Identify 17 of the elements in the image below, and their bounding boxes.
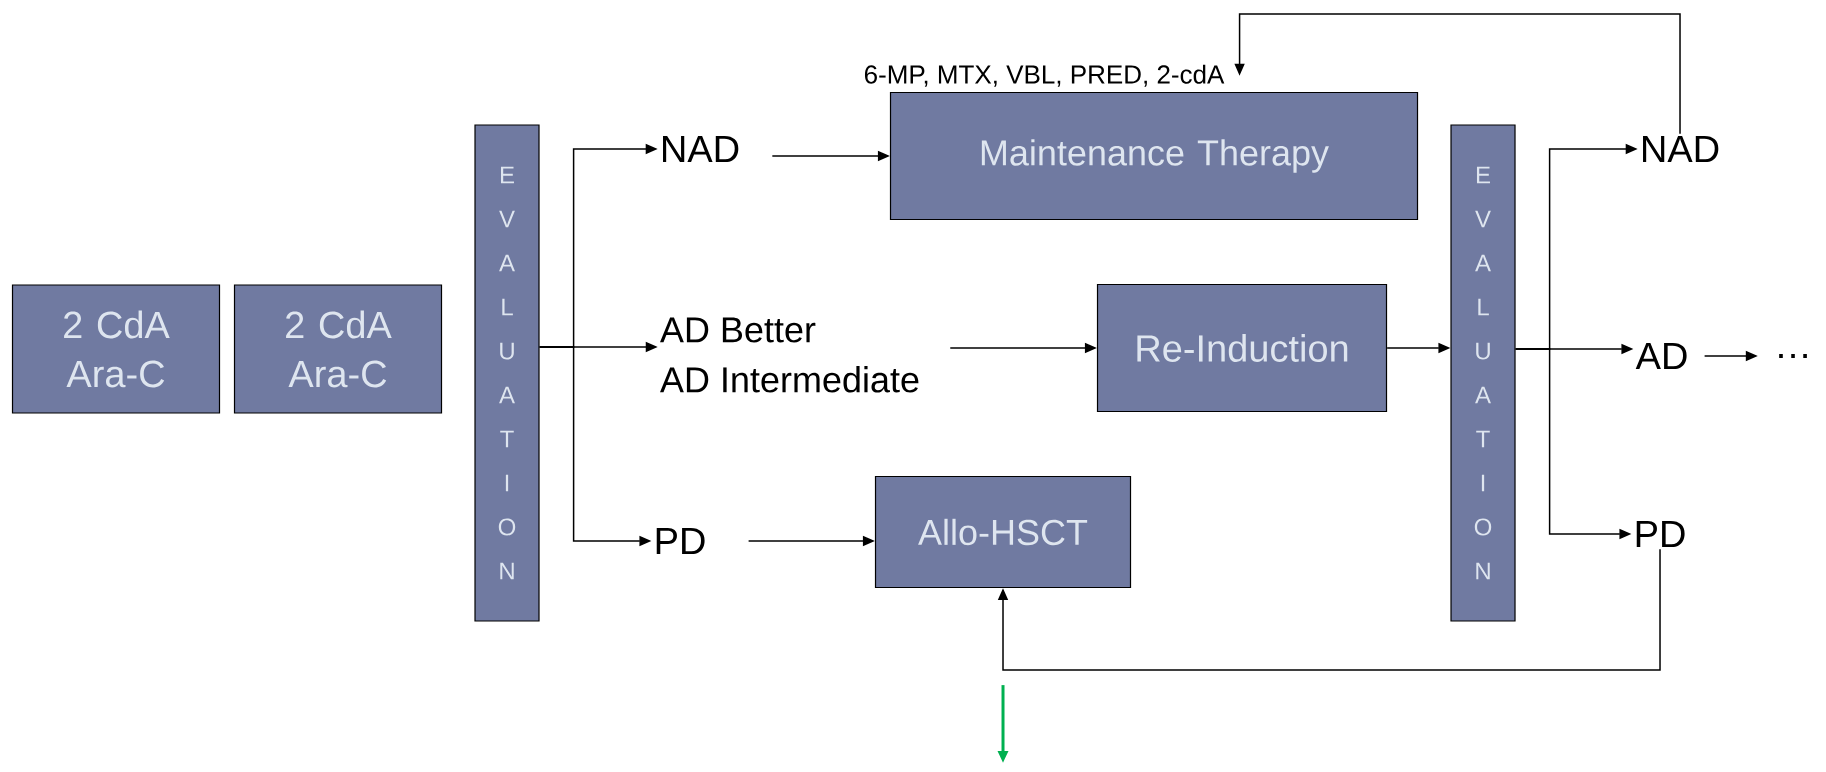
outcome-label: AD Better AD Intermediate [660,317,919,393]
outcome-label: PD [1636,520,1685,548]
process-box: Maintenance Therapy [889,91,1419,221]
process-box: Re-Induction [1096,283,1388,413]
outcome-label: … [1779,353,1807,359]
process-box: Allo-HSCT [874,475,1132,589]
outcome-label: PD [656,527,705,555]
arrow [1234,13,1681,135]
evaluation-bar: E V A L U A T I O N [1450,124,1516,622]
evaluation-bar: E V A L U A T I O N [474,124,540,622]
process-box: 2 CdA Ara-C [233,284,443,414]
outcome-label: NAD [1643,135,1719,163]
outcome-label: NAD [663,135,739,163]
process-box: 2 CdA Ara-C [11,284,221,414]
annotation-text: 6-MP, MTX, VBL, PRED, 2-cdA [864,64,1225,87]
arrow [997,548,1661,671]
outcome-label: AD [1635,342,1687,370]
